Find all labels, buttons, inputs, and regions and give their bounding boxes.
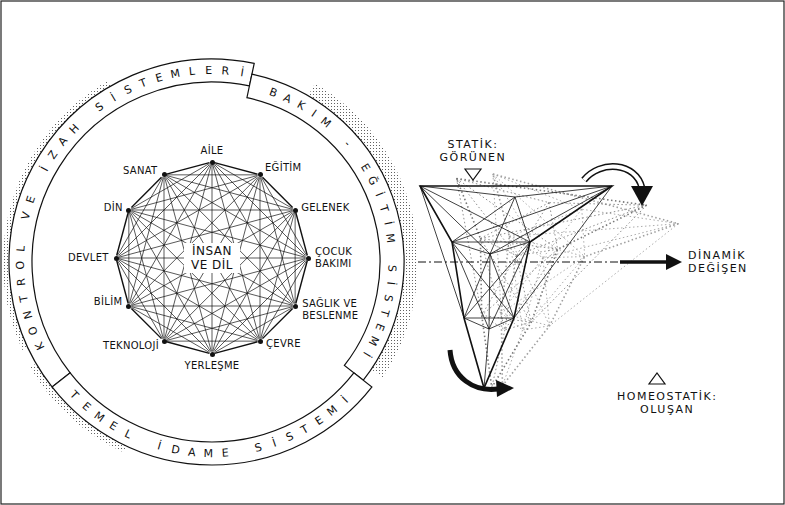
relation-line xyxy=(131,177,161,207)
pointer-triangle xyxy=(465,169,481,180)
relation-line xyxy=(167,174,258,175)
topic-label: DEVLET xyxy=(68,252,109,264)
band-label: KONTROL VE İZAH SİSTEMLERİ xyxy=(2,52,171,65)
arc-letter: R xyxy=(221,64,230,78)
state-label: HOMEOSTATİK: OLUŞAN xyxy=(617,390,717,416)
topic-label: EĞİTİM xyxy=(265,162,302,174)
relation-line xyxy=(262,177,292,207)
arc-letter: E xyxy=(221,446,229,459)
topic-label: SAĞLIK VE BESLENME xyxy=(302,298,376,322)
relation-line xyxy=(130,213,164,339)
topic-label: ÇOCUK BAKIMI xyxy=(315,246,352,270)
relation-line xyxy=(117,261,162,339)
topic-vertex: TEKNOLOJİ xyxy=(162,339,167,344)
topic-vertex: EĞİTİM xyxy=(258,172,263,177)
relation-line xyxy=(296,261,308,304)
relation-line xyxy=(131,211,292,304)
relation-line xyxy=(128,213,129,304)
relation-line xyxy=(165,177,258,338)
topic-vertex: DİN xyxy=(126,208,131,213)
relation-line xyxy=(117,177,162,255)
arc-letter: L xyxy=(15,245,28,252)
rotation-arrow-head xyxy=(496,380,514,397)
pointer-triangle xyxy=(649,373,665,384)
topic-vertex: ÇEVRE xyxy=(258,339,263,344)
topic-vertex: BİLİM xyxy=(126,304,131,309)
state-label: DİNAMİK DEĞİŞEN xyxy=(688,249,748,275)
arc-letter: A xyxy=(187,446,196,460)
topic-label: TEKNOLOJİ xyxy=(103,340,159,352)
axis-line xyxy=(418,262,620,263)
rotation-arrow xyxy=(584,167,642,188)
topic-vertex: DEVLET xyxy=(114,256,119,261)
band-label: BAKIM - EĞİTİM SİSTEMİ xyxy=(2,52,133,65)
center-label: İNSAN VE DİL xyxy=(184,243,240,274)
band-shape xyxy=(52,373,372,465)
rotation-arrow-inner xyxy=(584,167,642,188)
relation-line xyxy=(167,176,293,210)
relation-line xyxy=(131,306,292,307)
relation-line xyxy=(296,213,308,256)
band-shape xyxy=(247,74,404,380)
relation-line xyxy=(131,177,257,303)
dynamic-arrow xyxy=(620,260,668,264)
relation-line xyxy=(131,308,161,338)
arc-letter: M xyxy=(169,67,181,82)
relation-line xyxy=(167,163,210,175)
relation-line xyxy=(167,342,210,354)
relation-line xyxy=(167,177,293,303)
arc-letter xyxy=(385,251,398,255)
topic-label: YERLEŞME xyxy=(185,360,240,372)
topic-vertex: YERLEŞME xyxy=(210,352,215,357)
arc-letter: O xyxy=(13,261,26,270)
topic-label: ÇEVRE xyxy=(266,338,301,350)
band-shape xyxy=(9,59,254,387)
relation-line xyxy=(130,213,210,352)
funnel-ghost xyxy=(441,174,679,419)
topic-vertex: SANAT xyxy=(162,172,167,177)
state-label: STATİK: GÖRÜNEN xyxy=(440,138,507,164)
relation-line xyxy=(117,213,129,256)
topic-label: BİLİM xyxy=(94,296,122,308)
relation-line xyxy=(131,213,257,339)
band-label: TEMEL İDAME SİSTEMİ xyxy=(2,52,125,65)
relation-line xyxy=(167,341,258,342)
topic-label: SANAT xyxy=(123,165,158,177)
funnel-ghost xyxy=(428,179,646,406)
rotation-arrow xyxy=(450,350,498,389)
rotation-arrow-head xyxy=(631,186,653,206)
relation-line xyxy=(167,213,293,339)
relation-line xyxy=(131,210,292,211)
relation-line xyxy=(164,177,165,338)
relation-line xyxy=(215,163,258,175)
relation-line xyxy=(215,342,258,354)
topic-vertex: GELENEK xyxy=(293,208,298,213)
relation-line xyxy=(263,309,293,339)
topic-vertex: SAĞLIK VE BESLENME xyxy=(293,304,298,309)
dynamic-arrow-head xyxy=(666,254,682,270)
topic-vertex: AİLE xyxy=(210,160,215,165)
arc-letter: M xyxy=(383,233,397,244)
topic-label: GELENEK xyxy=(301,202,349,214)
arc-letter: M xyxy=(204,447,214,460)
topic-label: DİN xyxy=(104,202,123,214)
topic-label: AİLE xyxy=(201,145,224,157)
topic-vertex: ÇOCUK BAKIMI xyxy=(306,256,311,261)
arc-letter: S xyxy=(385,265,398,272)
arc-letter: R xyxy=(14,278,28,287)
relation-line xyxy=(130,177,164,303)
arc-letter: E xyxy=(206,64,213,77)
